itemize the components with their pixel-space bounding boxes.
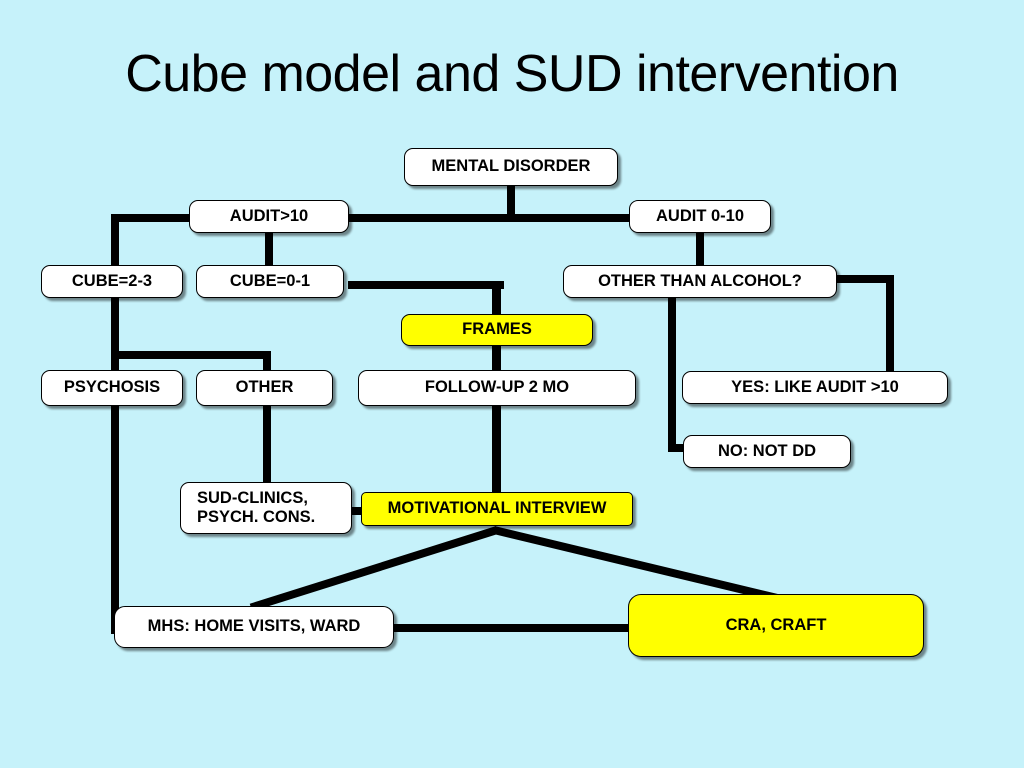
node-no-not-dd[interactable]: NO: NOT DD (683, 435, 851, 468)
node-label: NO: NOT DD (717, 441, 817, 460)
connector-other-to-sud-clinics (263, 351, 271, 485)
connector-mental-disorder-stem (507, 186, 515, 218)
node-audit-0-10[interactable]: AUDIT 0-10 (629, 200, 771, 233)
connector-yes-drop (886, 275, 894, 371)
connector-cube01-to-center (348, 281, 504, 289)
connector-left-branch-to-other (111, 351, 271, 359)
node-mental-disorder[interactable]: MENTAL DISORDER (404, 148, 618, 186)
node-yes-like-audit[interactable]: YES: LIKE AUDIT >10 (682, 371, 948, 404)
node-other[interactable]: OTHER (196, 370, 333, 406)
node-other-than-alcohol[interactable]: OTHER THAN ALCOHOL? (563, 265, 837, 298)
node-psychosis[interactable]: PSYCHOSIS (41, 370, 183, 406)
node-audit-gt10[interactable]: AUDIT>10 (189, 200, 349, 233)
node-mhs-home-visits[interactable]: MHS: HOME VISITS, WARD (114, 606, 394, 648)
connector-audit010-to-other-alcohol (696, 232, 704, 268)
node-label: AUDIT 0-10 (655, 206, 745, 225)
node-label: OTHER (235, 378, 294, 397)
connector-other-alcohol-right (836, 275, 894, 283)
node-frames[interactable]: FRAMES (401, 314, 593, 346)
node-label: CUBE=2-3 (71, 271, 153, 290)
node-label: YES: LIKE AUDIT >10 (731, 377, 899, 396)
connector-other-alcohol-down (668, 294, 676, 452)
connector-audit-gt10-to-cube01 (265, 232, 273, 268)
connector-mi-to-mhs-diagonal (249, 526, 499, 612)
node-cube-0-1[interactable]: CUBE=0-1 (196, 265, 344, 298)
node-sud-clinics[interactable]: SUD-CLINICS, PSYCH. CONS. (180, 482, 352, 534)
node-label: OTHER THAN ALCOHOL? (598, 271, 802, 290)
connector-sudclinics-to-mi (345, 507, 367, 515)
node-follow-up-2-mo[interactable]: FOLLOW-UP 2 MO (358, 370, 636, 406)
connector-left-spine (111, 214, 119, 634)
node-label: CRA, CRAFT (725, 615, 827, 634)
node-cra-craft[interactable]: CRA, CRAFT (628, 594, 924, 657)
connector-mhs-to-cra (392, 624, 632, 632)
node-label: AUDIT>10 (229, 206, 309, 225)
node-motivational-interview[interactable]: MOTIVATIONAL INTERVIEW (361, 492, 633, 526)
page-title: Cube model and SUD intervention (125, 45, 899, 103)
node-label: MENTAL DISORDER (431, 157, 591, 176)
node-label: PSYCHOSIS (63, 378, 161, 397)
node-cube-2-3[interactable]: CUBE=2-3 (41, 265, 183, 298)
node-label: FOLLOW-UP 2 MO (424, 378, 570, 397)
node-label: MHS: HOME VISITS, WARD (147, 617, 361, 636)
node-label: SUD-CLINICS, PSYCH. CONS. (197, 488, 316, 526)
node-label: MOTIVATIONAL INTERVIEW (387, 499, 607, 518)
node-label: CUBE=0-1 (229, 271, 311, 290)
node-label: FRAMES (462, 320, 532, 339)
connector-audit-bus (111, 214, 641, 222)
